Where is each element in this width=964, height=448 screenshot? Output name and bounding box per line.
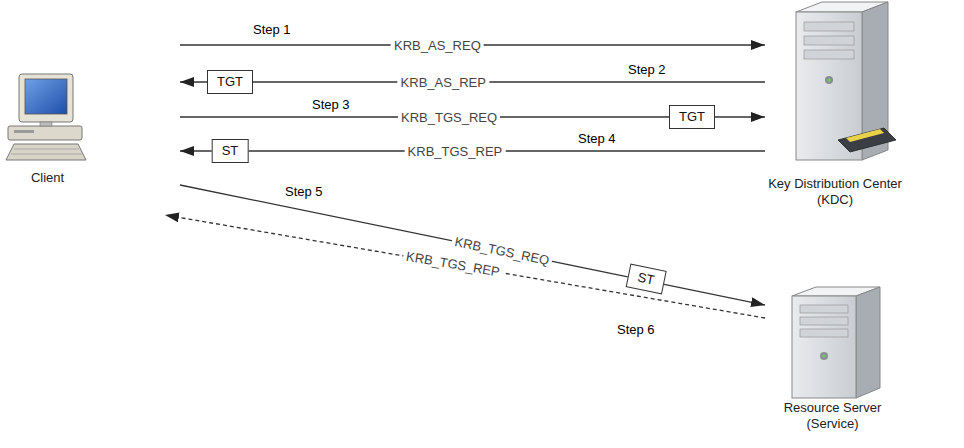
- ticket-box: TGT: [207, 70, 253, 94]
- server-label: Resource Server (Service): [765, 282, 900, 432]
- step-label: Step 4: [578, 131, 616, 147]
- message-label: KRB_AS_REQ: [391, 38, 484, 53]
- step-label: Step 6: [617, 322, 655, 338]
- ticket-box: ST: [626, 264, 667, 295]
- message-label: KRB_TGS_REP: [405, 144, 506, 159]
- message-arrow: [180, 185, 765, 305]
- message-label: KRB_AS_REP: [398, 75, 489, 90]
- message-label: KRB_TGS_REQ: [398, 110, 500, 125]
- step-label: Step 5: [285, 184, 323, 200]
- node-text: Key Distribution Center (KDC): [765, 176, 905, 208]
- node-text: TGT: [217, 74, 243, 90]
- ticket-box: TGT: [669, 105, 715, 129]
- message-arrow: [165, 215, 765, 318]
- server-label: Key Distribution Center (KDC): [765, 0, 905, 208]
- step-label: Step 1: [253, 22, 291, 38]
- node-text: Client: [0, 170, 95, 186]
- server-icon: [796, 2, 896, 160]
- node-text: ST: [636, 269, 656, 288]
- computer-label: Client: [0, 70, 95, 186]
- node-text: TGT: [679, 109, 705, 125]
- computer-icon: [6, 74, 86, 160]
- step-label: Step 3: [312, 97, 350, 113]
- ticket-box: ST: [212, 139, 249, 163]
- server-icon: [792, 287, 880, 398]
- node-text: Resource Server (Service): [765, 400, 900, 432]
- step-label: Step 2: [628, 62, 666, 78]
- node-text: ST: [222, 143, 239, 159]
